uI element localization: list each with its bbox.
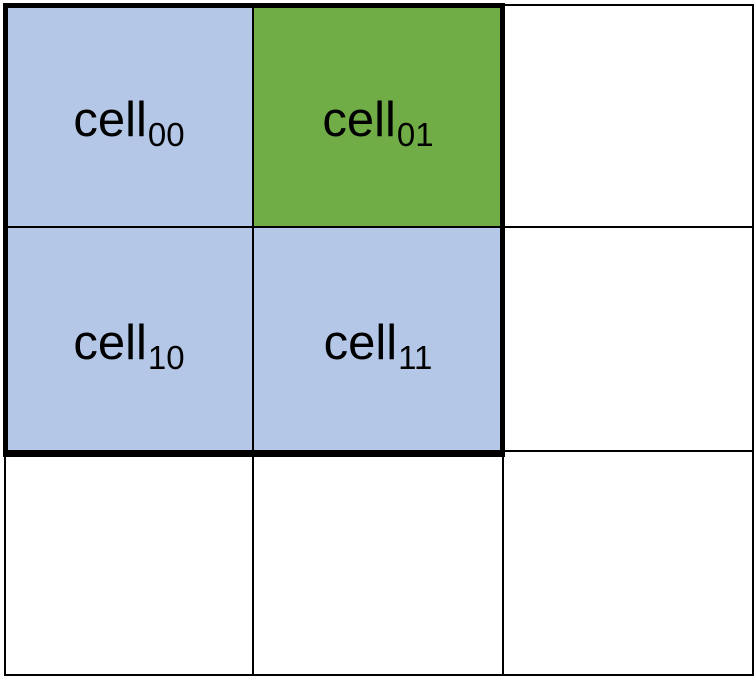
cell-label-00: cell00 [73,92,185,153]
cell-label-10: cell10 [73,315,185,376]
grid-cell-0-0: cell00 [4,4,254,228]
grid-cell-2-2 [504,452,754,676]
grid-cell-1-2 [504,228,754,452]
grid-cell-0-2 [504,4,754,228]
cell-label-11: cell11 [323,315,433,376]
grid-cell-1-0: cell10 [4,228,254,452]
cell-label-01: cell01 [322,92,434,153]
grid-cell-2-1 [254,452,504,676]
grid-cell-0-1: cell01 [254,4,504,228]
cell-grid: cell00 cell01 cell10 cell11 [4,4,754,676]
grid-cell-1-1: cell11 [254,228,504,452]
grid-cell-2-0 [4,452,254,676]
